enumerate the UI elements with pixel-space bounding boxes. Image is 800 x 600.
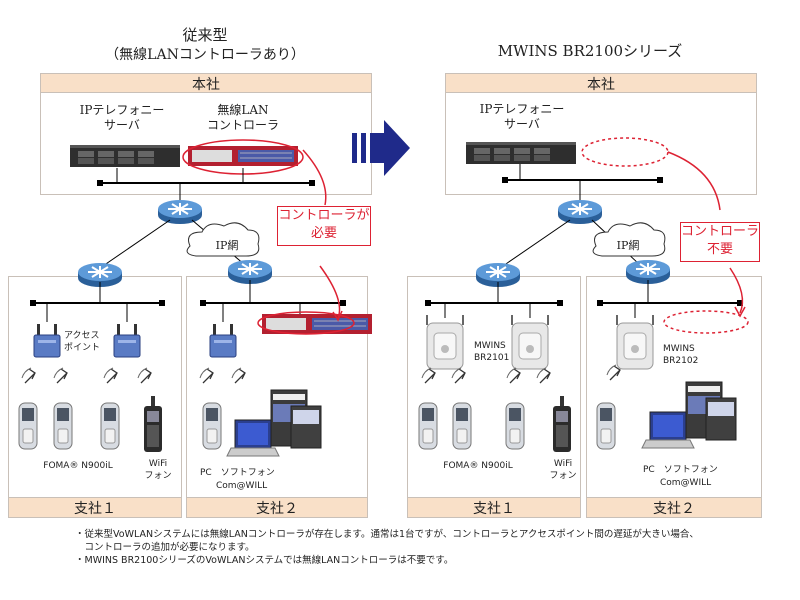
right-b2-ap-icon	[615, 314, 655, 370]
left-b2-ap-icon	[209, 323, 237, 358]
right-phone3-icon	[505, 402, 525, 450]
left-ap2-icon	[113, 323, 141, 358]
left-ip-cloud-icon	[186, 222, 260, 257]
right-branch2-band: 支社２	[586, 497, 762, 518]
footnotes: ・従来型VoWLANシステムには無線LANコントローラが存在します。通常は1台で…	[75, 528, 775, 567]
left-phone1-icon	[18, 402, 38, 450]
left-ap1-icon	[33, 323, 61, 358]
left-phone-label: FOMA® N900iL	[43, 461, 113, 471]
right-hq-box	[445, 73, 757, 195]
right-wifiphone-icon	[553, 396, 571, 452]
left-server-icon	[70, 145, 180, 167]
right-phone2-icon	[452, 402, 472, 450]
left-pc-icon	[226, 389, 322, 457]
left-ap-label: アクセスポイント	[64, 331, 101, 353]
left-comwill-label: Com@WILL	[216, 481, 268, 491]
note-1: ・従来型VoWLANシステムには無線LANコントローラが存在します。通常は1台で…	[75, 529, 699, 540]
left-hq-box	[40, 73, 372, 195]
right-hq-router-icon	[557, 199, 603, 225]
left-callout: コントローラが必要	[277, 206, 371, 246]
right-b2-phone-icon	[596, 402, 616, 450]
left-branch1-band: 支社１	[8, 497, 182, 518]
right-phone-label: FOMA® N900iL	[443, 461, 513, 471]
arrow-right	[352, 120, 410, 176]
right-hq-band: 本社	[445, 73, 757, 93]
right-ap1-icon	[425, 314, 465, 370]
left-server-label: IPテレフォニーサーバ	[79, 103, 165, 132]
right-phone1-icon	[418, 402, 438, 450]
right-ip-cloud-icon	[592, 222, 666, 257]
right-branch2-box	[586, 276, 762, 518]
left-hq-router-icon	[157, 199, 203, 225]
right-pc-icon	[641, 381, 737, 449]
note-3: ・MWINS BR2100シリーズのVoWLANシステムでは無線LANコントロー…	[75, 555, 454, 566]
left-wifiphone-icon	[144, 396, 162, 452]
left-ip-net-label: IP網	[215, 239, 239, 252]
left-phone3-icon	[100, 402, 120, 450]
left-b2-controller-icon	[261, 313, 373, 335]
left-controller-icon	[187, 145, 299, 167]
right-server-label: IPテレフォニーサーバ	[479, 102, 565, 131]
note-2: コントローラの追加が必要になります。	[75, 542, 255, 553]
left-title: 従来型	[182, 26, 228, 44]
right-pc-label: PC ソフトフォン	[643, 465, 718, 475]
right-callout: コントローラ不要	[680, 222, 760, 262]
left-branch2-band: 支社２	[186, 497, 368, 518]
right-server-icon	[466, 142, 576, 164]
left-b2-phone-icon	[202, 402, 222, 450]
right-comwill-label: Com@WILL	[660, 478, 712, 488]
left-subtitle: （無線LANコントローラあり）	[105, 47, 305, 63]
left-hq-band: 本社	[40, 73, 372, 93]
left-phone2-icon	[53, 402, 73, 450]
right-title: MWINS BR2100シリーズ	[497, 42, 683, 60]
left-pc-label: PC ソフトフォン	[200, 468, 275, 478]
right-branch1-band: 支社１	[407, 497, 581, 518]
right-ip-net-label: IP網	[616, 239, 640, 252]
